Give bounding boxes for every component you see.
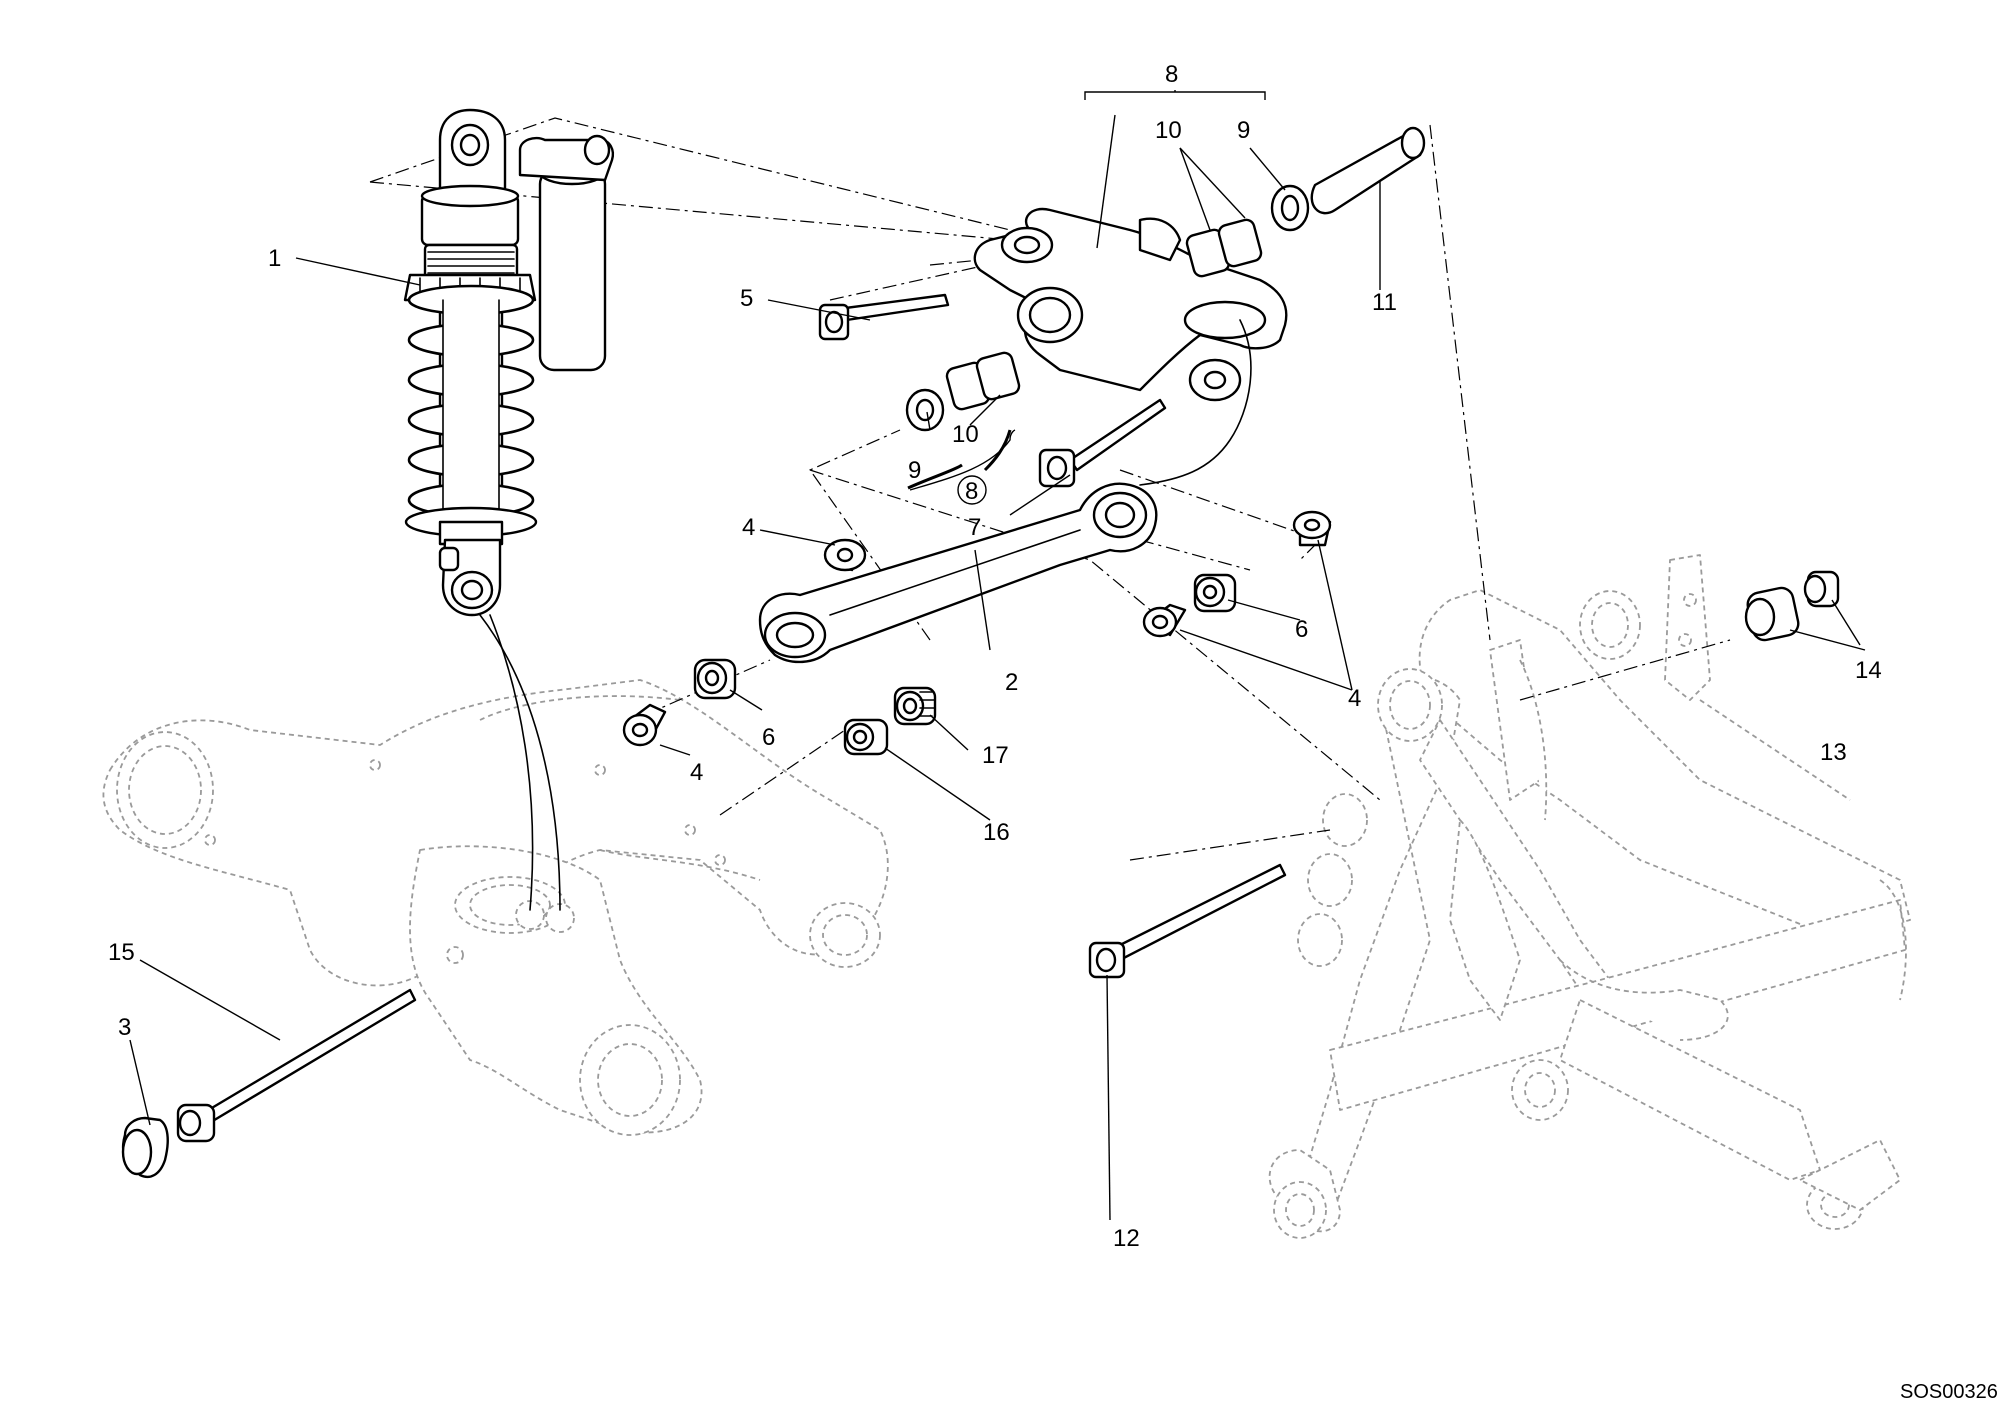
bushing-4-mid [823,538,867,572]
callout-labels: 1 5 8 10 9 11 10 9 8 7 4 2 6 4 6 4 17 16… [108,61,1882,1252]
callout-16: 16 [983,819,1010,846]
callout-14: 14 [1855,657,1882,684]
callout-6-right: 6 [1295,616,1308,643]
bushing-17 [893,686,937,726]
bolt-7 [1038,398,1167,488]
callout-10-lower: 10 [952,421,979,448]
drawing-code: SOS00326 [1900,1381,1998,1403]
callout-8-circle-outline [957,475,987,505]
callout-4-right: 4 [1348,685,1361,712]
callout-15: 15 [108,939,135,966]
shock-absorber [403,108,614,911]
callout-5: 5 [740,285,753,312]
bushing-4-right-upper [1292,510,1332,547]
callout-4-left: 4 [690,759,703,786]
bushing-16 [843,718,889,756]
callout-4-mid: 4 [742,514,755,541]
callout-10-upper: 10 [1155,117,1182,144]
callout-9-lower: 9 [908,457,921,484]
callout-3: 3 [118,1014,131,1041]
callout-1: 1 [268,245,281,272]
link-rod [758,482,1158,664]
bushing-10-upper [1185,218,1263,278]
callout-8: 8 [1165,61,1178,88]
callout-6-left: 6 [762,724,775,751]
callout-11: 11 [1372,289,1397,316]
callout-17: 17 [982,742,1009,769]
callout-7: 7 [968,514,981,541]
bolt-12 [1088,863,1287,979]
frame-context [1268,554,1911,1239]
washer-9-lower [905,388,945,432]
bushing-4-right-lower [1142,603,1187,638]
callout-12: 12 [1113,1225,1140,1252]
rocker-arm [973,207,1288,486]
cap-3 [121,1116,169,1179]
bushing-13 [1744,586,1800,642]
bushing-6-right [1193,573,1237,613]
bushing-10-lower [945,351,1021,411]
swingarm-context [102,679,889,1136]
callout-13: 13 [1820,739,1847,766]
callout-9-upper: 9 [1237,117,1250,144]
bushing-4-left [622,703,667,747]
sleeve-11 [1310,126,1426,215]
group-brace [907,429,1012,490]
callout-2: 2 [1005,669,1018,696]
small-parts [121,126,1840,1179]
washer-9-upper [1270,184,1310,232]
leader-lines [129,90,1866,1221]
cap-14 [1803,570,1840,608]
bolt-5 [818,293,950,341]
bushing-6-left [693,658,737,700]
callout-8-circled: 8 [965,478,978,505]
bolt-15 [176,988,417,1143]
